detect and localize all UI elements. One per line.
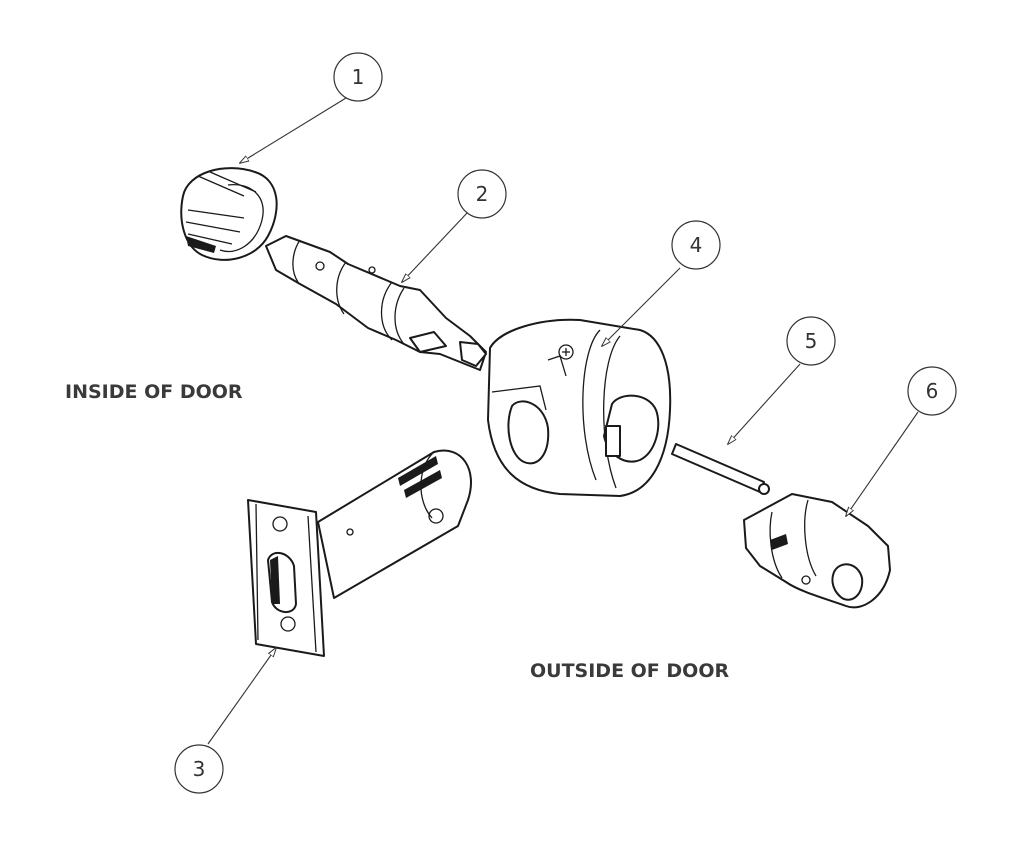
part-6-cam (743, 493, 891, 609)
part-4-housing (487, 318, 672, 497)
callout-6: 6 (907, 366, 957, 416)
callout-2-number: 2 (476, 182, 489, 206)
callout-1: 1 (333, 52, 383, 102)
callout-3: 3 (174, 744, 224, 794)
outside-of-door-label: OUTSIDE OF DOOR (530, 660, 729, 682)
part-2-spindle (265, 235, 487, 371)
callout-1-number: 1 (352, 65, 365, 89)
callout-4: 4 (671, 220, 721, 270)
callout-6-number: 6 (926, 379, 939, 403)
callout-5-number: 5 (805, 329, 818, 353)
part-5-pin (671, 443, 770, 495)
part-3-latch (247, 449, 472, 657)
callout-2: 2 (457, 169, 507, 219)
callout-5: 5 (786, 316, 836, 366)
callout-leaders (207, 97, 919, 745)
inside-of-door-label: INSIDE OF DOOR (65, 381, 243, 403)
part-1-ring-nut (180, 167, 278, 261)
callout-3-number: 3 (193, 757, 206, 781)
callout-4-number: 4 (690, 233, 703, 257)
